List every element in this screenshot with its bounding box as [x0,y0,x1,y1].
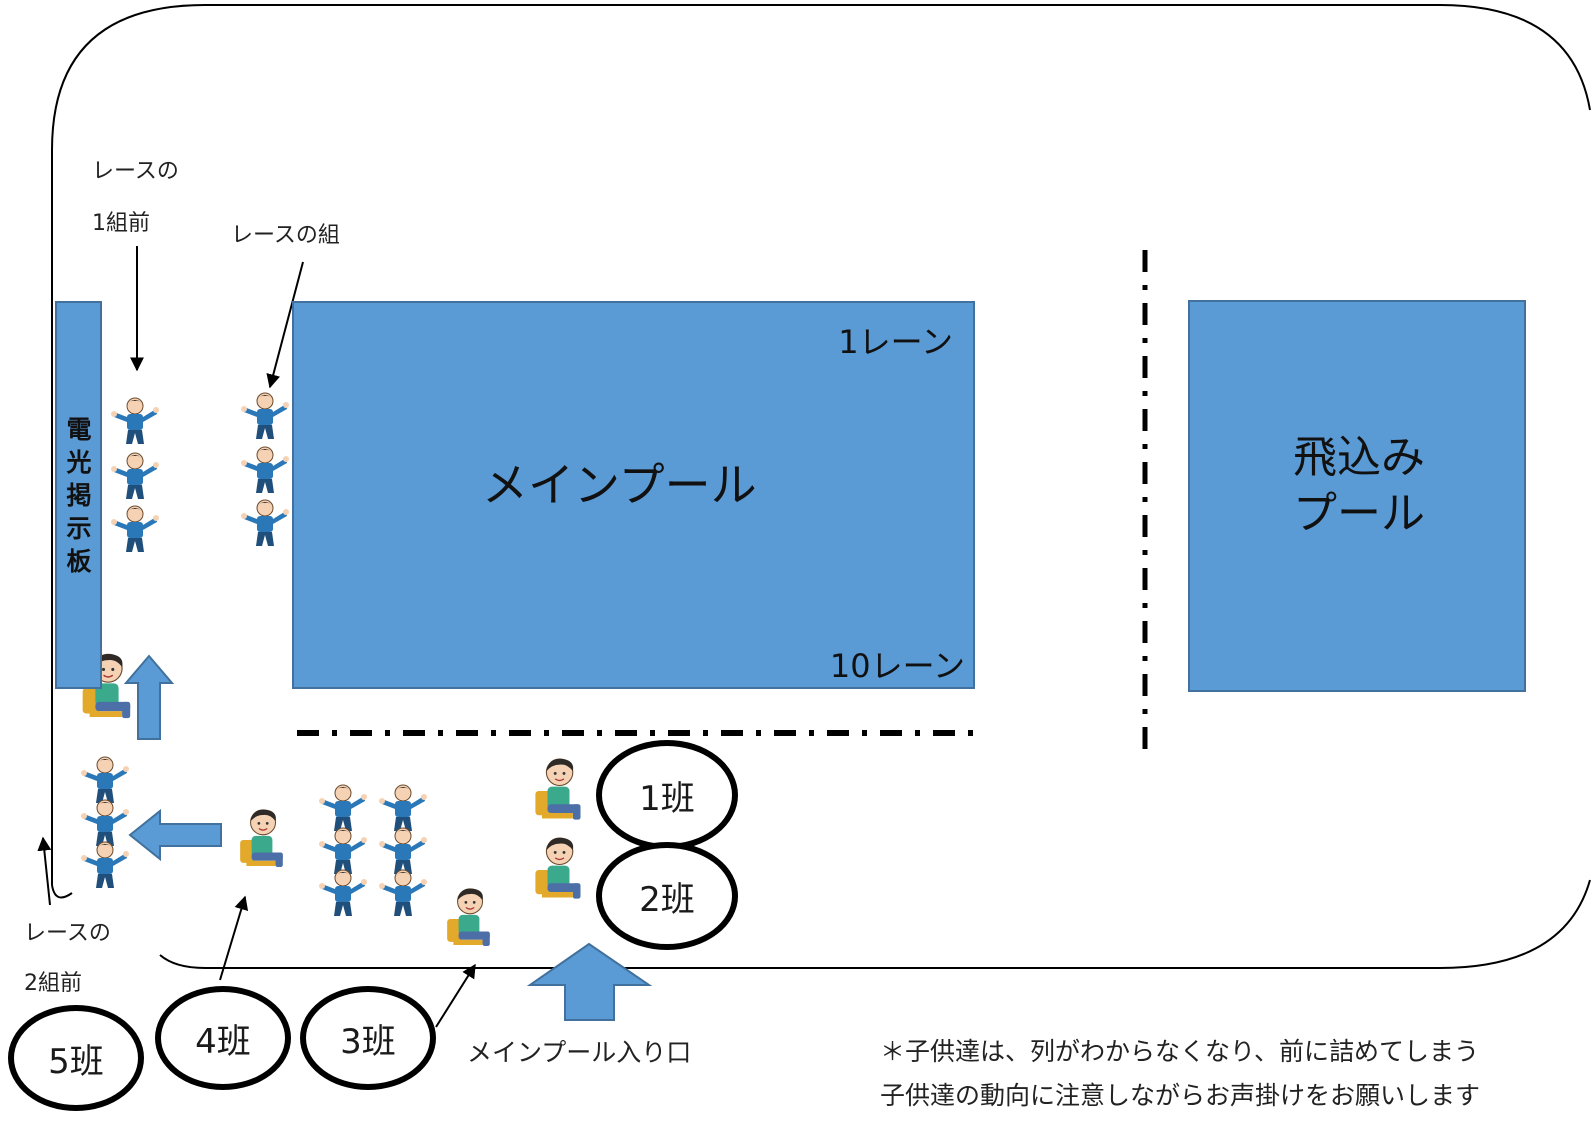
arrow-left-blue [128,808,222,862]
diving-pool: 飛込み プール [1188,300,1526,692]
group-4-circle: 4班 [155,986,291,1090]
label-race-one-before-2: 1組前 [92,211,150,236]
arrow-two-before [37,836,52,906]
kids-race-group [240,392,290,547]
diving-pool-label: 飛込み プール [1293,432,1425,539]
kids-waiting [318,784,428,917]
scoreboard-label: 電 光 掲 示 板 [66,415,92,576]
arrow-up-blue [123,654,175,740]
lane-10-label: 10レーン [829,647,965,685]
venue-outline [51,4,1591,885]
group-1-circle: 1班 [596,740,738,850]
note-line-2: 子供達の動向に注意しながらお声掛けをお願いします [880,1081,1481,1110]
label-race-one-before-1: レースの [92,159,179,184]
scoreboard: 電 光 掲 示 板 [55,301,102,689]
label-race-group: レースの組 [231,223,340,248]
note-text: ＊子供達は、列がわからなくなり、前に詰めてしまう 子供達の動向に注意しながらお声… [880,1030,1480,1118]
arrow-entrance-blue [526,942,653,1021]
arrow-group-3 [435,963,476,1028]
label-race-two-before-2: 2組前 [24,971,82,996]
kids-one-before [110,397,160,553]
venue-outline-bottom [159,879,1591,969]
group-3-circle: 3班 [300,986,436,1090]
lane-1-label: 1レーン [838,323,953,361]
kids-two-before [80,756,130,889]
main-pool: 1レーン メインプール 10レーン [292,301,975,689]
group-5-circle: 5班 [8,1005,144,1111]
note-line-1: ＊子供達は、列がわからなくなり、前に詰めてしまう [880,1037,1480,1066]
label-race-two-before-1: レースの [24,921,111,946]
main-pool-label: メインプール [482,458,757,512]
label-main-entrance: メインプール入り口 [467,1038,692,1067]
arrow-group-4 [219,895,249,981]
arrow-race-group [266,261,304,389]
group-2-circle: 2班 [596,842,738,950]
